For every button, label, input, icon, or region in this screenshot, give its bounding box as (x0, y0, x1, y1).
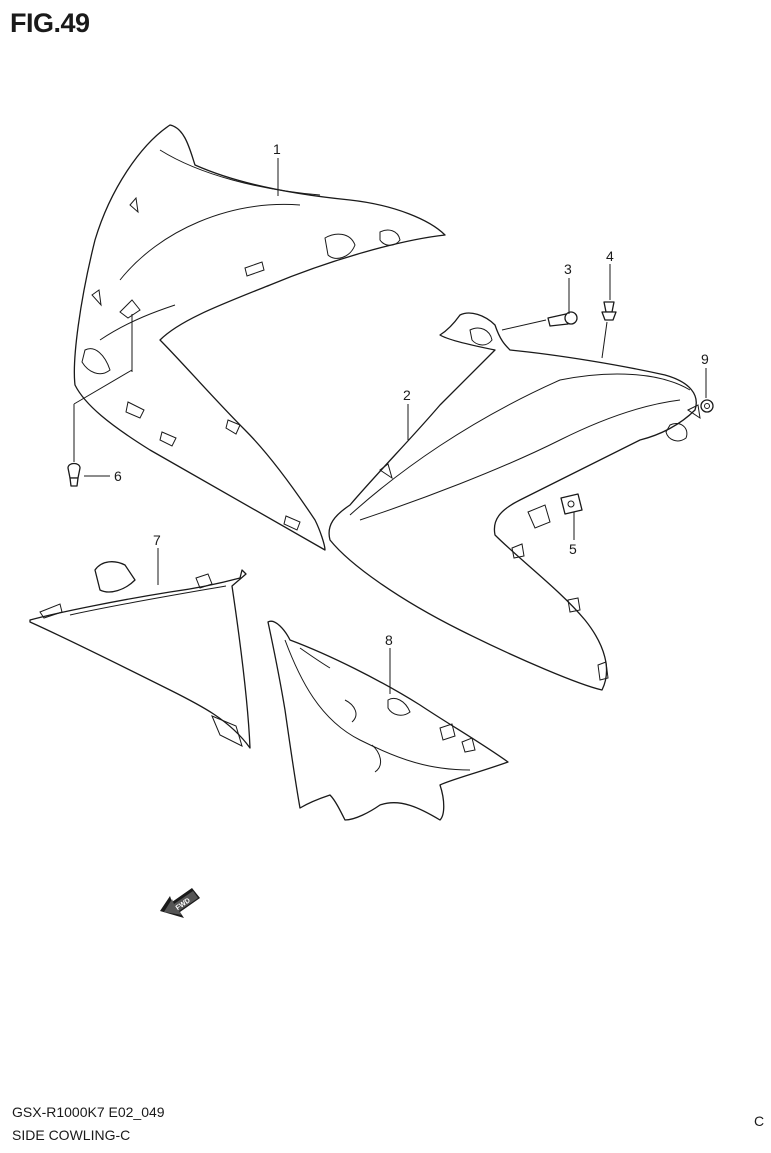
callout-5: 5 (569, 541, 577, 557)
part-4-clip[interactable] (601, 301, 617, 321)
footer-edge-mark: C (754, 1113, 765, 1129)
callout-3: 3 (564, 261, 572, 277)
part-6-clip[interactable] (67, 462, 81, 487)
figure-title: FIG.49 (10, 8, 90, 38)
part-5-nut-clip[interactable] (560, 493, 583, 515)
part-3-screw[interactable] (547, 311, 578, 327)
part-8-inner-panel[interactable] (267, 620, 509, 821)
footer-model-code: GSX-R1000K7 E02_049 (12, 1104, 165, 1120)
footer-section-name: SIDE COWLING-C (12, 1127, 131, 1143)
callout-4: 4 (606, 248, 614, 264)
part-2-side-cowling-right[interactable] (328, 312, 701, 691)
callout-6: 6 (114, 468, 122, 484)
callout-9: 9 (701, 351, 709, 367)
callout-8: 8 (385, 632, 393, 648)
part-1-side-cowling-left[interactable] (73, 124, 446, 551)
leader-lines (73, 158, 707, 694)
callout-numbers: 1 2 3 4 5 6 7 8 9 (114, 141, 709, 648)
callout-2: 2 (403, 387, 411, 403)
fwd-arrow-icon: FWD (160, 888, 200, 918)
callout-7: 7 (153, 532, 161, 548)
part-7-inner-panel[interactable] (29, 561, 251, 749)
callout-1: 1 (273, 141, 281, 157)
part-9-nut[interactable] (700, 399, 714, 413)
